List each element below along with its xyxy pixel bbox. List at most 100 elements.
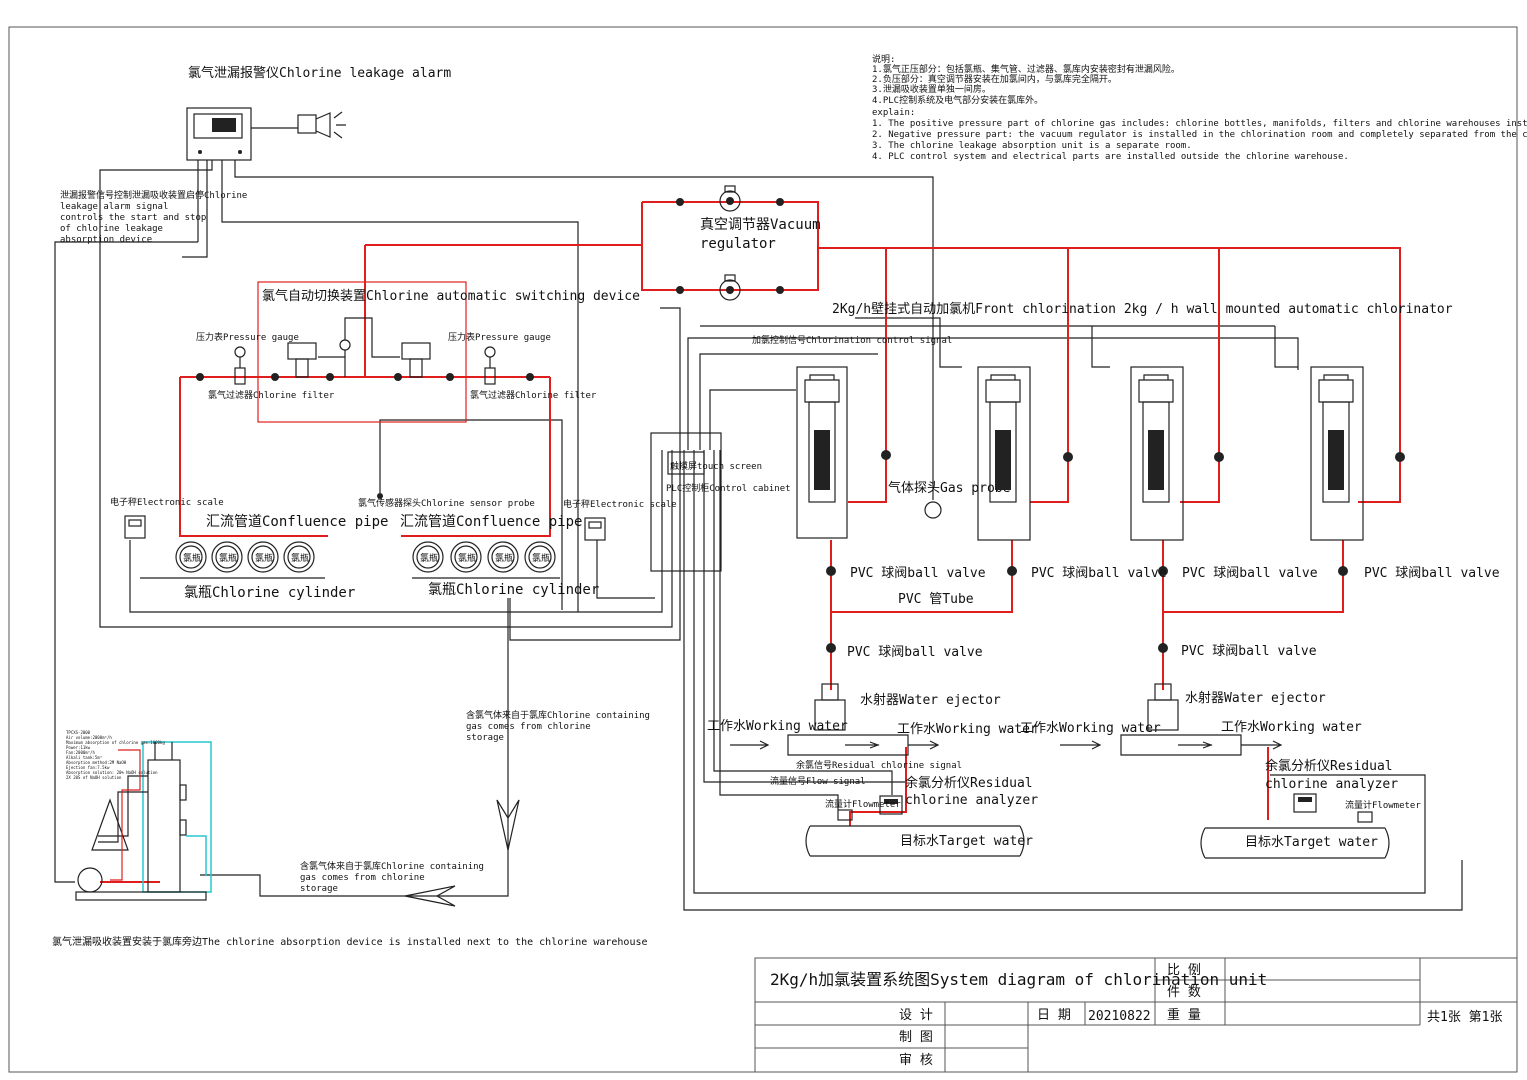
water-ejector-icon — [787, 683, 1242, 756]
svg-text:3.泄漏吸收装置单独一间房。: 3.泄漏吸收装置单独一间房。 — [872, 83, 991, 95]
svg-text:4.PLC控制系统及电气部分安装在氯库外。: 4.PLC控制系统及电气部分安装在氯库外。 — [872, 94, 1043, 106]
pressure-gauge-icon — [234, 346, 496, 385]
svg-text:氯瓶: 氯瓶 — [532, 552, 550, 564]
title-block-design-label: 设 计 — [899, 1008, 933, 1023]
vacuum-regulator-label: 真空调节器Vacuum regulator — [700, 217, 821, 252]
signal-wiring — [54, 160, 1463, 911]
chlorination-signal-label: 加氯控制信号Chlorination control signal — [752, 334, 952, 346]
svg-text:Ejection fan:7.5kw: Ejection fan:7.5kw — [66, 765, 110, 770]
chlorinator-title: 2Kg/h壁挂式自动加氯机Front chlorination 2kg / h … — [832, 302, 1453, 317]
title-block-pieces-label: 件 数 — [1167, 985, 1201, 1000]
target-water-pipe — [805, 825, 1390, 859]
svg-text:余氯分析仪Residual: 余氯分析仪Residual — [905, 775, 1033, 791]
title-block-review-label: 审 核 — [899, 1053, 933, 1068]
svg-text:1.氯气正压部分：包括氯瓶、集气管、过滤器、氯库内安装密封有: 1.氯气正压部分：包括氯瓶、集气管、过滤器、氯库内安装密封有泄漏风险。 — [872, 63, 1180, 75]
svg-text:storage: storage — [300, 884, 338, 894]
plc-control-cabinet — [650, 432, 722, 572]
title-block-date-label: 日 期 — [1037, 1008, 1071, 1023]
ball-valve-label: PVC 球阀ball valve — [1181, 644, 1317, 659]
electronic-scale-right-label: 电子秤Electronic scale — [563, 498, 677, 510]
water-ejector-left-label: 水射器Water ejector — [860, 692, 1001, 708]
svg-text:4. PLC control system and: 4. PLC control system and electrical par… — [872, 152, 1349, 162]
svg-text:含氯气体来自于氯库Chlorine containing: 含氯气体来自于氯库Chlorine containing — [300, 860, 484, 872]
svg-text:gas comes from chlorine: gas comes from chlorine — [466, 722, 591, 732]
pipe-fittings — [196, 198, 1405, 653]
gas-from-storage-lower-label: 含氯气体来自于氯库Chlorine containing gas comes f… — [300, 860, 484, 894]
svg-text:1. The positive pressure p: 1. The positive pressure part of chlorin… — [872, 119, 1527, 129]
title-block-title: 2Kg/h加氯装置系统图System diagram of chlorinati… — [770, 970, 1267, 989]
notes-block: 说明: 1.氯气正压部分：包括氯瓶、集气管、过滤器、氯库内安装密封有泄漏风险。 … — [872, 53, 1527, 162]
chlorine-cylinder-group-left: 氯瓶 氯瓶 氯瓶 氯瓶 — [140, 541, 325, 579]
svg-text:absorption device: absorption device — [60, 235, 152, 245]
flowmeter-left-label: 流量计Flowmeter — [825, 798, 901, 810]
svg-text:storage: storage — [466, 733, 504, 743]
svg-text:氯瓶: 氯瓶 — [458, 552, 476, 564]
chlorine-filter-left-label: 氯气过滤器Chlorine filter — [208, 389, 335, 401]
svg-text:氯瓶: 氯瓶 — [291, 552, 309, 564]
electronic-scale-left-label: 电子秤Electronic scale — [110, 496, 224, 508]
svg-text:泄漏报警信号控制泄漏吸收装置启停Chlorine: 泄漏报警信号控制泄漏吸收装置启停Chlorine — [60, 189, 247, 201]
residual-analyzer-right-label: 余氯分析仪Residual chlorine analyzer — [1265, 758, 1398, 792]
ball-valve-label: PVC 球阀ball valve — [1031, 566, 1167, 581]
svg-text:氯瓶: 氯瓶 — [183, 552, 201, 564]
gas-probe-label: 气体探头Gas probe — [888, 480, 1011, 496]
wall-chlorinator-icons — [796, 366, 1364, 541]
absorption-note: 氯气泄漏吸收装置安装于氯库旁边The chlorine absorption d… — [52, 935, 648, 948]
svg-text:chlorine analyzer: chlorine analyzer — [1265, 777, 1398, 792]
ball-valve-label: PVC 球阀ball valve — [847, 645, 983, 660]
absorption-device-icon — [75, 741, 212, 901]
svg-text:氯瓶: 氯瓶 — [495, 552, 513, 564]
working-water-label: 工作水Working water — [707, 719, 848, 734]
svg-text:explain:: explain: — [872, 108, 915, 118]
svg-text:2. Negative pressure part:: 2. Negative pressure part: the vacuum re… — [872, 130, 1527, 140]
chlorine-cylinder-group-right: 氯瓶 氯瓶 氯瓶 氯瓶 — [412, 541, 560, 579]
ball-valve-label: PVC 球阀ball valve — [1364, 566, 1500, 581]
svg-text:Fan:2000m³/h: Fan:2000m³/h — [66, 750, 95, 755]
working-water-label: 工作水Working water — [897, 722, 1038, 737]
svg-text:gas comes from chlorine: gas comes from chlorine — [300, 873, 425, 883]
svg-text:2.负压部分：真空调节器安装在加氯间内，与氯库完全隔开。: 2.负压部分：真空调节器安装在加氯间内，与氯库完全隔开。 — [872, 73, 1117, 85]
svg-text:regulator: regulator — [700, 236, 776, 252]
title-block — [754, 957, 1518, 1073]
chlorine-filter-right-label: 氯气过滤器Chlorine filter — [470, 389, 597, 401]
title-block-date-value: 20210822 — [1088, 1009, 1151, 1024]
svg-text:chlorine analyzer: chlorine analyzer — [905, 793, 1038, 808]
ball-valve-label: PVC 球阀ball valve — [1182, 566, 1318, 581]
chlorine-piping — [100, 201, 1401, 883]
confluence-pipe-left-label: 汇流管道Confluence pipe — [206, 514, 388, 530]
confluence-pipe-right-label: 汇流管道Confluence pipe — [400, 514, 582, 530]
pvc-tube-label: PVC 管Tube — [898, 592, 974, 607]
water-ejector-right-label: 水射器Water ejector — [1185, 690, 1326, 706]
svg-text:of chlorine leakage: of chlorine leakage — [60, 224, 163, 234]
alarm-title: 氯气泄漏报警仪Chlorine leakage alarm — [188, 65, 451, 81]
svg-text:Alkali tank:5m³: Alkali tank:5m³ — [66, 755, 102, 760]
svg-text:氯瓶: 氯瓶 — [219, 552, 237, 564]
switching-device-label: 氯气自动切换装置Chlorine automatic switching dev… — [262, 288, 640, 304]
chlorine-cylinder-right-label: 氯瓶Chlorine cylinder — [428, 582, 599, 598]
ball-valve-label: PVC 球阀ball valve — [850, 566, 986, 581]
svg-text:Power:11kw: Power:11kw — [66, 745, 91, 750]
absorption-device-spec: TPCXS-2000 Air volume:2000m³/h Maximum a… — [66, 730, 165, 780]
title-block-scale-label: 比 例 — [1167, 963, 1201, 978]
svg-text:2X 20S of NaOH solution: 2X 20S of NaOH solution — [66, 775, 122, 780]
residual-analyzer-icon — [879, 793, 1317, 815]
gas-flow-arrows — [404, 799, 520, 907]
gas-probe-icon — [924, 501, 942, 519]
switching-actuator-icon — [287, 317, 431, 378]
svg-text:Air volume:2000m³/h: Air volume:2000m³/h — [66, 735, 112, 740]
chlorine-cylinder-left-label: 氯瓶Chlorine cylinder — [184, 585, 355, 601]
flowmeter-icon — [837, 809, 1373, 823]
svg-text:说明:: 说明: — [872, 53, 895, 65]
switching-device-box — [257, 281, 467, 423]
flow-arrows — [730, 740, 1283, 750]
working-water-label: 工作水Working water — [1020, 721, 1161, 736]
svg-text:余氯分析仪Residual: 余氯分析仪Residual — [1265, 758, 1393, 774]
residual-signal-label: 余氯信号Residual chlorine signal — [796, 759, 962, 771]
svg-text:leakage alarm signal: leakage alarm signal — [60, 202, 168, 212]
vacuum-regulator-icon — [719, 185, 741, 301]
target-water-right-label: 目标水Target water — [1245, 835, 1378, 850]
svg-text:3. The chlorine leakage ab: 3. The chlorine leakage absorption unit … — [872, 141, 1192, 151]
svg-text:TPCXS-2000: TPCXS-2000 — [66, 730, 91, 735]
pressure-gauge-right-label: 压力表Pressure gauge — [448, 331, 551, 343]
